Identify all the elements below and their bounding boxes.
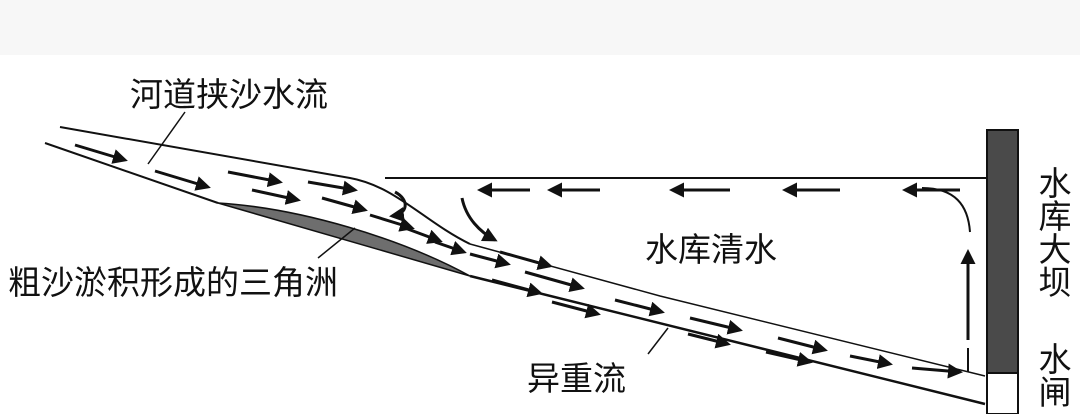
flow-arrow <box>911 363 963 379</box>
return-flow-corner <box>921 187 971 233</box>
flow-arrow <box>777 336 828 355</box>
flow-arrow <box>765 350 813 367</box>
flow-arrow <box>849 354 893 370</box>
label-sluice: 水闸 <box>1033 342 1072 408</box>
label-delta: 粗沙淤积形成的三角洲 <box>8 263 338 302</box>
label-channel-flow: 河道挟沙水流 <box>130 75 328 114</box>
flow-arrow <box>689 316 743 335</box>
label-dam: 水库大坝 <box>1033 166 1072 298</box>
flow-arrow <box>499 250 553 270</box>
flow-arrow <box>251 188 301 205</box>
flow-arrow <box>74 143 128 164</box>
faint-header-band <box>0 0 1080 55</box>
sluice-gate <box>986 372 1019 414</box>
flow-arrow <box>369 213 415 232</box>
flow-arrow <box>460 197 498 242</box>
flow-arrow <box>404 226 443 244</box>
leader-density-current <box>647 327 669 355</box>
flow-arrow <box>321 196 368 214</box>
flow-arrow <box>491 278 543 298</box>
channel-lower-bank <box>44 142 219 204</box>
leader-delta <box>317 227 356 259</box>
dam <box>986 129 1019 374</box>
flow-arrow <box>614 298 665 317</box>
flow-arrow <box>227 170 283 188</box>
flow-arrow <box>687 332 731 349</box>
flow-arrow <box>551 300 601 319</box>
flow-arrow <box>434 240 467 256</box>
leader-channel-flow <box>147 111 186 165</box>
label-density-current: 异重流 <box>527 359 626 398</box>
flow-arrow <box>307 180 358 196</box>
delta-deposit <box>217 202 471 277</box>
flow-arrow <box>469 252 511 269</box>
label-reservoir-water: 水库清水 <box>645 230 777 269</box>
flow-arrow <box>154 169 211 191</box>
flow-arrows <box>74 143 976 379</box>
flow-arrow <box>389 190 407 222</box>
flow-arrow <box>524 270 585 292</box>
